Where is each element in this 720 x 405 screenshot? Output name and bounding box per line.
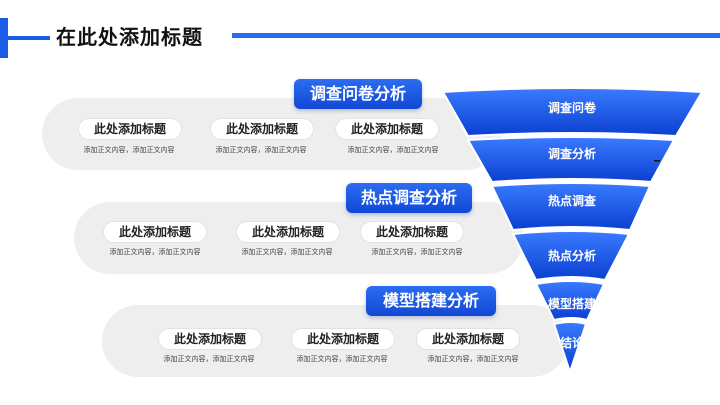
item-title: 此处添加标题 [335,118,439,140]
item-body: 添加正文内容，添加正文内容 [296,355,388,363]
section-title-1: 调查问卷分析 [294,79,422,109]
header-line-right [232,33,720,38]
funnel-stage-1 [441,87,704,138]
item-title: 此处添加标题 [236,221,340,243]
funnel-label-3: 热点调查 [547,194,596,208]
item-body: 添加正文内容，添加正文内容 [427,355,519,363]
item-body: 添加正文内容，添加正文内容 [347,146,439,154]
header-accent-bar [0,18,8,58]
header-line-left [8,36,50,40]
funnel-label-2: 调查分析 [547,147,596,161]
item-body: 添加正文内容，添加正文内容 [109,248,201,256]
funnel-label-4: 热点分析 [547,249,596,263]
funnel-stage-4 [511,230,631,282]
funnel-label-1: 调查问卷 [547,101,596,115]
dash-mark [654,160,660,162]
funnel-stage-3 [490,182,652,232]
item-title: 此处添加标题 [291,328,395,350]
item-title: 此处添加标题 [210,118,314,140]
funnel-stage-5 [534,280,606,322]
item-title: 此处添加标题 [360,221,464,243]
item-title: 此处添加标题 [158,328,262,350]
page-title: 在此处添加标题 [56,25,203,49]
funnel-stage-2 [466,136,676,184]
item-body: 添加正文内容，添加正文内容 [215,146,307,154]
funnel-stage-6 [552,321,588,376]
item-body: 添加正文内容，添加正文内容 [163,355,255,363]
item-body: 添加正文内容，添加正文内容 [241,248,333,256]
item-title: 此处添加标题 [103,221,207,243]
funnel-label-6: 结论 [559,336,584,350]
item-title: 此处添加标题 [78,118,182,140]
funnel-label-5: 模型搭建 [547,297,596,311]
item-body: 添加正文内容，添加正文内容 [83,146,175,154]
section-title-2: 热点调查分析 [346,183,472,213]
item-body: 添加正文内容，添加正文内容 [371,248,463,256]
item-title: 此处添加标题 [416,328,520,350]
section-title-3: 模型搭建分析 [366,286,496,316]
